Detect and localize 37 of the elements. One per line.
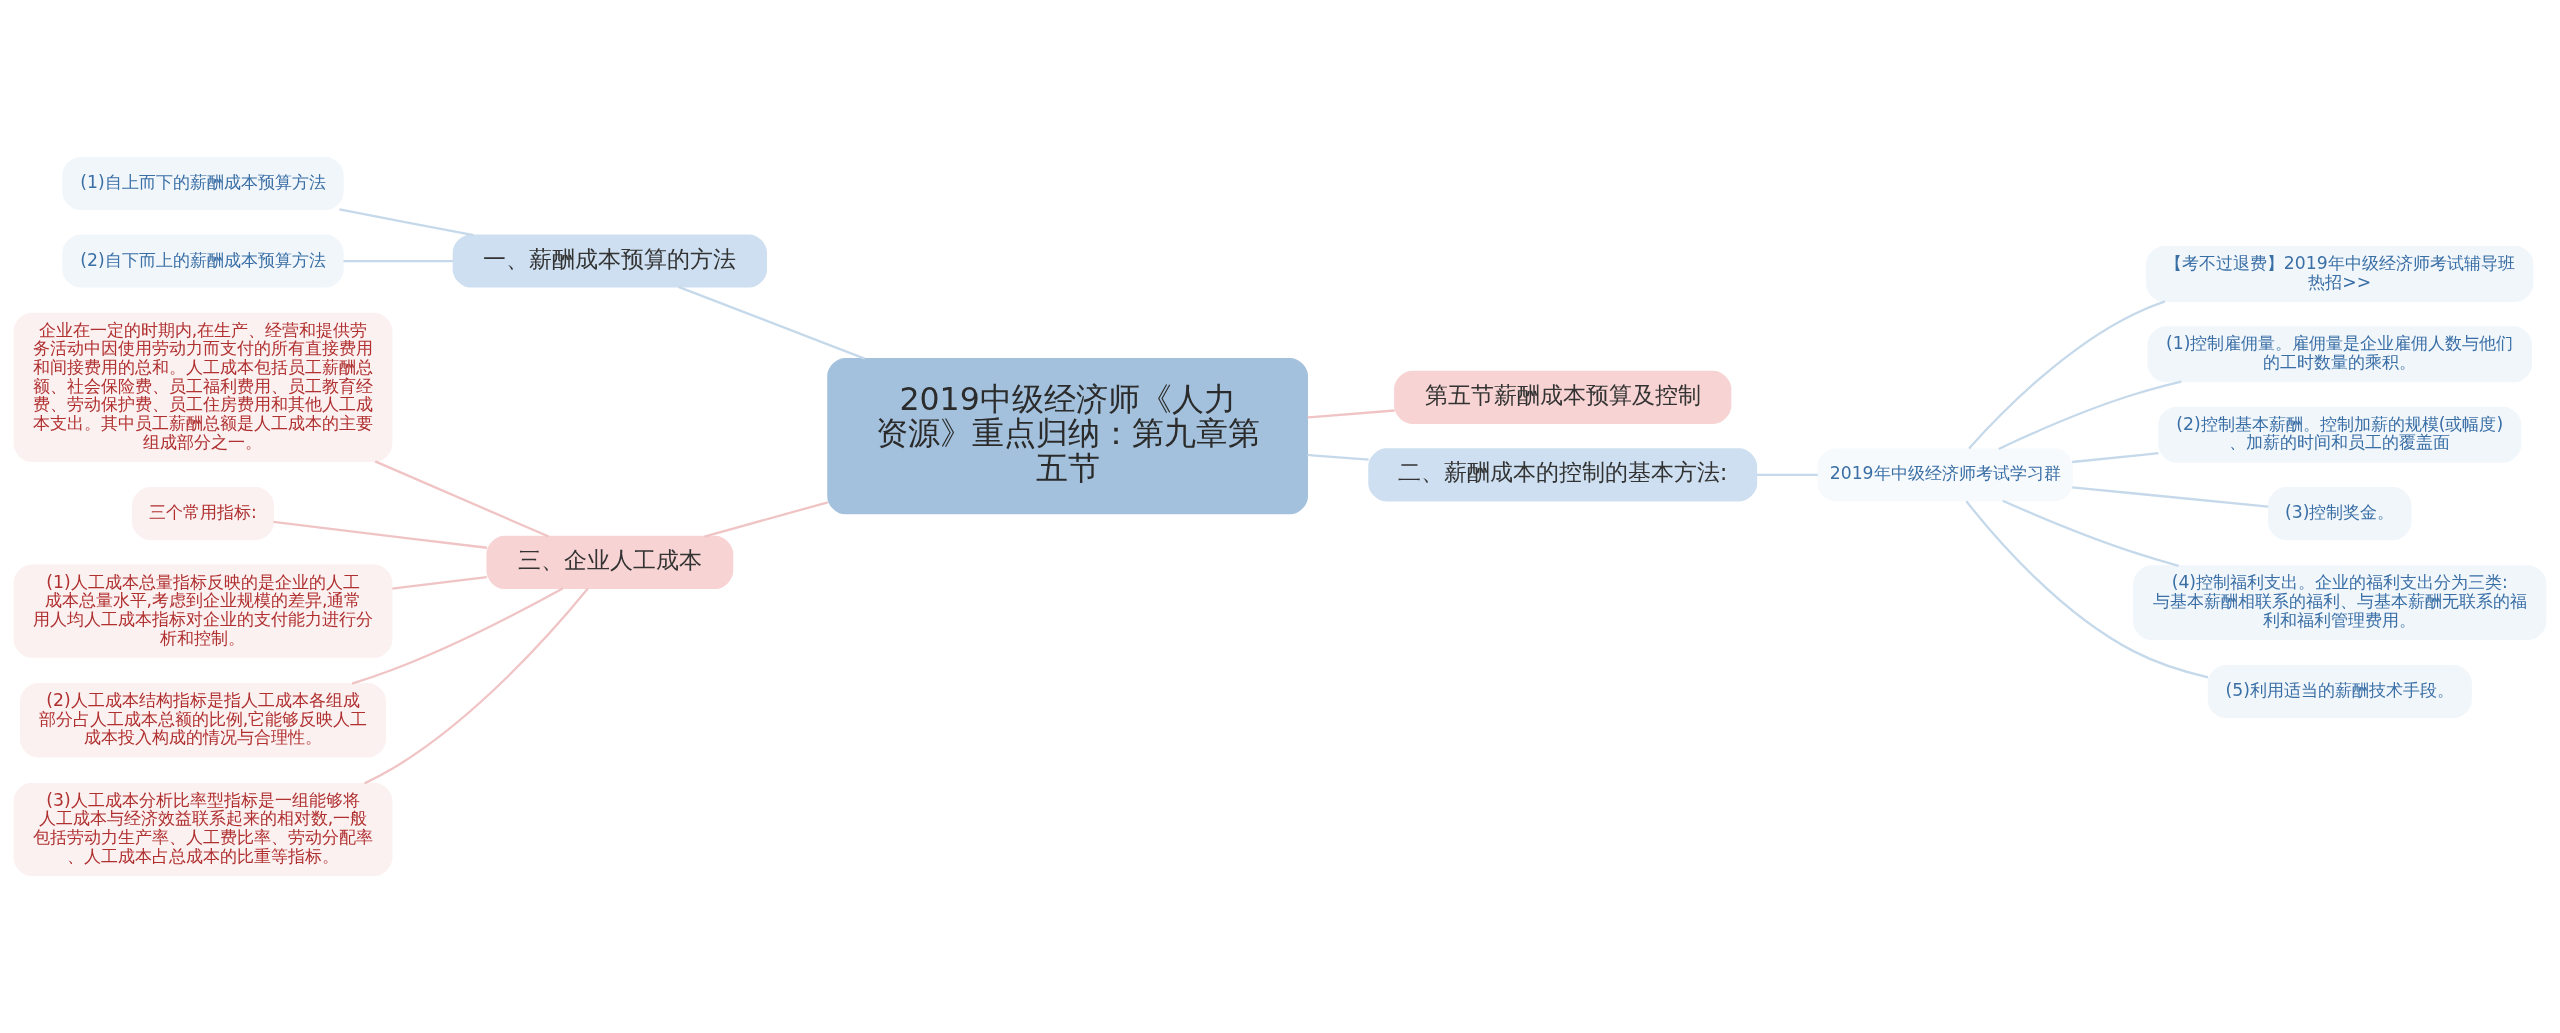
connector <box>273 520 488 549</box>
node-box: (2)人工成本结构指标是指人工成本各组成部分占人工成本总额的比例,它能够反映人工成本投入构成的情况与合理性。 <box>20 682 386 758</box>
node-box: 企业在一定的时期内,在生产、经营和提供劳务活动中因使用劳动力而支付的所有直接费用和间接费用的总和。人工成本包括员工薪酬总额、社会保险费、员工福利费用、员工教育经费、劳动保护费、员工住房费用和其他人工成本支出。其中员工薪酬总额是人工成本的主要组成部分之一。 <box>13 312 393 462</box>
connector <box>1756 473 1818 477</box>
connector <box>1968 300 2166 450</box>
node-box: (3)控制奖金。 <box>2268 487 2412 541</box>
connector <box>1965 500 2209 679</box>
connector <box>704 501 829 538</box>
node-box: (3)人工成本分析比率型指标是一组能够将人工成本与经济效益联系起来的相对数,一般包括劳动力生产率、人工费比率、劳动分配率、人工成本占总成本的比重等指标。 <box>13 782 393 876</box>
connector <box>677 285 866 360</box>
connector <box>343 259 454 263</box>
node-box: 【考不过退费】2019年中级经济师考试辅导班热招>> <box>2146 246 2534 302</box>
connector <box>1307 409 1395 419</box>
node-box: (1)控制雇佣量。雇佣量是企业雇佣人数与他们的工时数量的乘积。 <box>2147 326 2533 383</box>
node-box: 2019年中级经济师考试学习群 <box>1817 448 2073 502</box>
node-box: (1)自上而下的薪酬成本预算方法 <box>62 157 344 211</box>
connector <box>2072 486 2269 508</box>
connector <box>351 587 564 685</box>
connector <box>339 208 474 237</box>
node-box: 二、薪酬成本的控制的基本方法: <box>1368 448 1758 502</box>
connector <box>364 587 589 785</box>
connector <box>1998 380 2182 450</box>
node-box: (2)自下而上的薪酬成本预算方法 <box>62 234 344 288</box>
node-box: 三个常用指标: <box>131 487 275 541</box>
node-box: (4)控制福利支出。企业的福利支出分为三类:与基本薪酬相联系的福利、与基本薪酬无联系的福利和福利管理费用。 <box>2133 565 2547 640</box>
node-box: (2)控制基本薪酬。控制加薪的规模(或幅度)、加薪的时间和员工的覆盖面 <box>2158 406 2522 463</box>
node-box: (5)利用适当的薪酬技术手段。 <box>2207 665 2472 719</box>
node-box: 一、薪酬成本预算的方法 <box>452 234 767 288</box>
node-box: 2019中级经济师《人力资源》重点归纳：第九章第五节 <box>827 357 1308 515</box>
connector <box>374 460 550 538</box>
connector <box>392 575 487 590</box>
connector <box>1307 453 1369 461</box>
node-box: (1)人工成本总量指标反映的是企业的人工成本总量水平,考虑到企业规模的差异,通常用人均人工成本指标对企业的支付能力进行分析和控制。 <box>13 564 393 658</box>
node-box: 第五节薪酬成本预算及控制 <box>1394 370 1732 424</box>
connector <box>2002 499 2179 567</box>
node-box: 三、企业人工成本 <box>486 535 734 589</box>
connector <box>2072 452 2159 464</box>
